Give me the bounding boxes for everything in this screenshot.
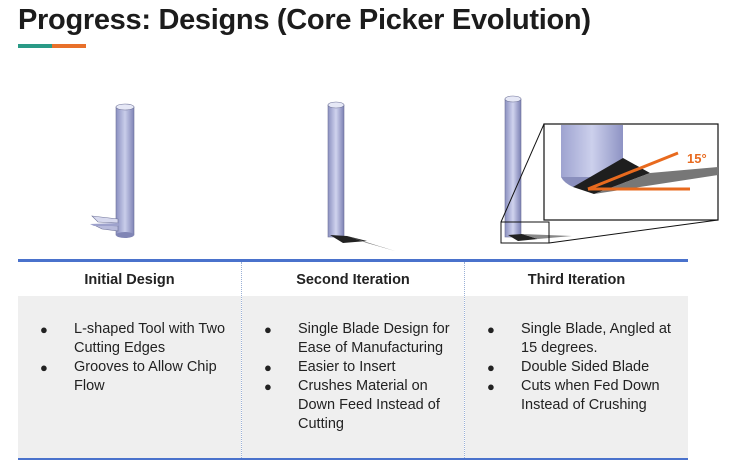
bullet-text: Single Blade Design for Ease of Manufact… [298, 321, 450, 356]
bullet-text: Easier to Insert [298, 359, 396, 375]
bullet-icon: ● [264, 360, 272, 375]
column-second-iteration: Second Iteration ● Single Blade Design fo… [242, 262, 464, 458]
initial-design-render [90, 103, 135, 238]
bullet-text: Single Blade, Angled at 15 degrees. [521, 321, 671, 356]
list-item: ● L-shaped Tool with Two Cutting Edges [34, 320, 235, 358]
bullet-icon: ● [487, 379, 495, 394]
bullet-list: ● L-shaped Tool with Two Cutting Edges ● G… [34, 320, 235, 396]
column-heading: Initial Design [18, 262, 241, 296]
design-comparison-table: Initial Design ● L-shaped Tool with Two C… [18, 262, 688, 458]
list-item: ● Cuts when Fed Down Instead of Crushing [481, 377, 682, 415]
bullet-icon: ● [264, 379, 272, 394]
list-item: ● Double Sided Blade [481, 358, 682, 377]
column-divider [241, 262, 242, 458]
third-iteration-render: 15° [500, 95, 719, 244]
list-item: ● Single Blade, Angled at 15 degrees. [481, 320, 682, 358]
list-item: ● Single Blade Design for Ease of Manufac… [258, 320, 458, 358]
column-body: ● L-shaped Tool with Two Cutting Edges ● G… [18, 296, 241, 458]
bullet-icon: ● [264, 322, 272, 337]
bullet-text: Grooves to Allow Chip Flow [74, 359, 217, 394]
bullet-list: ● Single Blade Design for Ease of Manufac… [258, 320, 458, 434]
bullet-icon: ● [40, 322, 48, 337]
column-third-iteration: Third Iteration ● Single Blade, Angled at… [465, 262, 688, 458]
bullet-icon: ● [40, 360, 48, 375]
bullet-icon: ● [487, 360, 495, 375]
list-item: ● Crushes Material on Down Feed Instead o… [258, 377, 458, 434]
bullet-text: L-shaped Tool with Two Cutting Edges [74, 321, 226, 356]
bullet-text: Double Sided Blade [521, 359, 650, 375]
bullet-text: Crushes Material on Down Feed Instead of… [298, 378, 440, 432]
slide-title: Progress: Designs (Core Picker Evolution… [18, 4, 591, 36]
column-heading: Second Iteration [242, 262, 464, 296]
list-item: ● Easier to Insert [258, 358, 458, 377]
column-body: ● Single Blade, Angled at 15 degrees. ● Do… [465, 296, 688, 458]
table-top-rule [18, 259, 688, 262]
second-iteration-render [327, 101, 395, 251]
angle-label: 15° [687, 151, 707, 166]
column-initial-design: Initial Design ● L-shaped Tool with Two C… [18, 262, 241, 458]
bullet-list: ● Single Blade, Angled at 15 degrees. ● Do… [481, 320, 682, 415]
title-accent-teal [18, 44, 52, 48]
bullet-icon: ● [487, 322, 495, 337]
list-item: ● Grooves to Allow Chip Flow [34, 358, 235, 396]
title-accent-orange [52, 44, 86, 48]
column-body: ● Single Blade Design for Ease of Manufac… [242, 296, 464, 458]
column-divider [464, 262, 465, 458]
table-bottom-rule [18, 458, 688, 460]
column-heading: Third Iteration [465, 262, 688, 296]
bullet-text: Cuts when Fed Down Instead of Crushing [521, 378, 660, 413]
